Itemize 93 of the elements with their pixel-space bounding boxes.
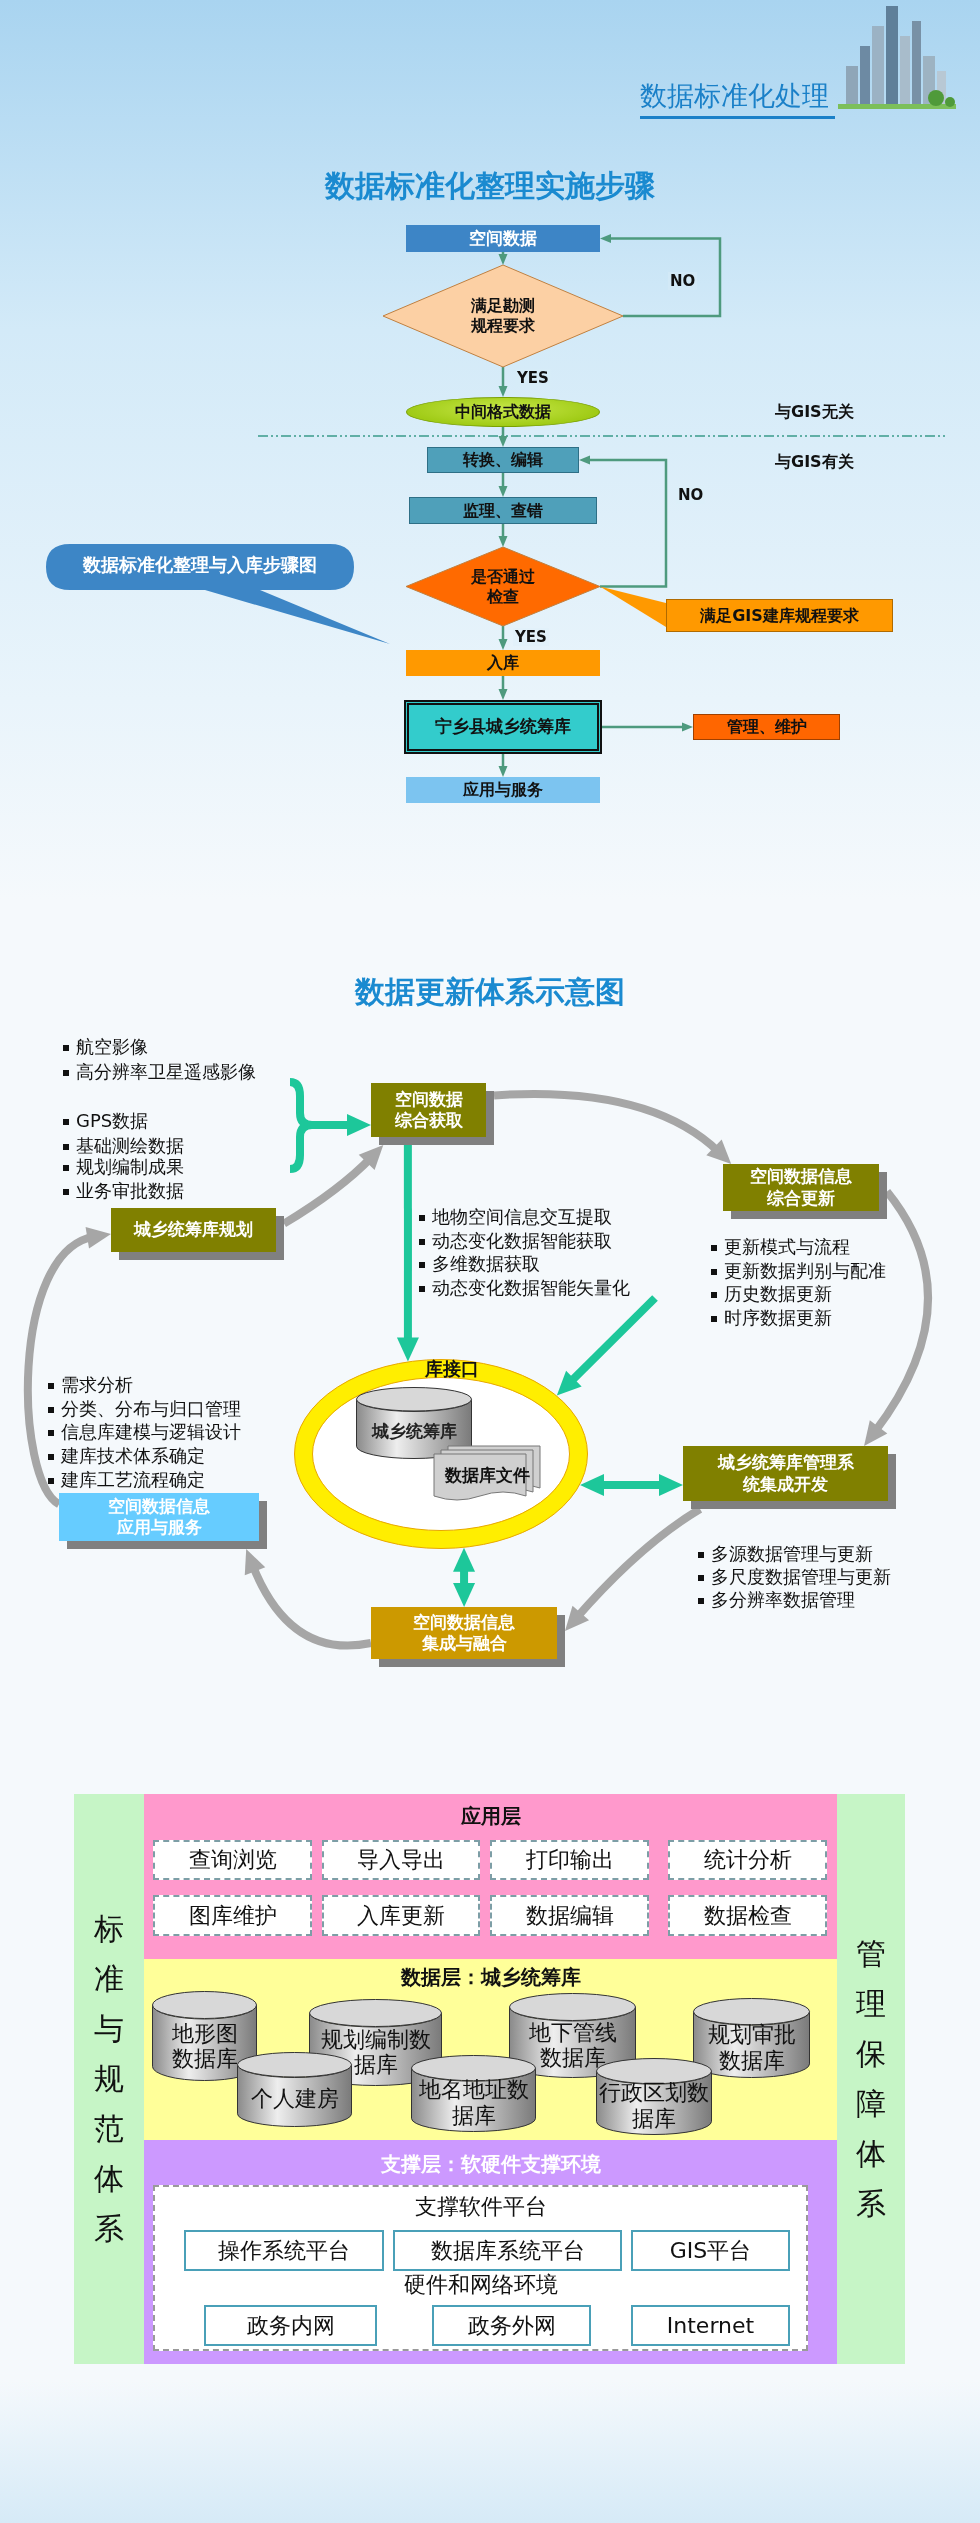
- process-ellipse: 中间格式数据: [406, 397, 600, 427]
- bullet-item: GPS数据: [62, 1110, 149, 1132]
- layer-heading: 应用层: [460, 1804, 521, 1829]
- platform-box: 数据库系统平台: [393, 2230, 622, 2271]
- function-box: 数据检查: [668, 1895, 827, 1936]
- edge-label: YES: [513, 628, 549, 646]
- function-box: 打印输出: [490, 1840, 649, 1880]
- function-box: 查询浏览: [153, 1840, 312, 1880]
- process-box: 监理、查错: [409, 497, 597, 524]
- process-box: 城乡统筹库规划: [111, 1208, 284, 1260]
- platform-panel: [153, 2185, 808, 2351]
- function-box: 图库维护: [153, 1895, 312, 1936]
- process-box: 管理、维护: [693, 714, 840, 740]
- arrow: [600, 234, 722, 318]
- arrow: [498, 676, 508, 700]
- bullet-item: 动态变化数据智能获取: [418, 1230, 612, 1252]
- arrow: [396, 1145, 419, 1362]
- function-box: 统计分析: [668, 1840, 827, 1880]
- curved-arrow: [245, 1549, 372, 1650]
- bullet-item: 基础测绘数据: [62, 1135, 184, 1157]
- process-box: 城乡统筹库管理系统集成开发: [683, 1446, 896, 1509]
- layer-panel: [144, 1794, 837, 1959]
- decision-diamond: 满足勘测规程要求: [383, 265, 623, 367]
- bullet-item: 动态变化数据智能矢量化: [418, 1277, 630, 1299]
- bullet-item: 需求分析: [47, 1374, 133, 1396]
- process-box: 空间数据信息应用与服务: [59, 1493, 267, 1549]
- side-band: 标准与规范体系: [74, 1794, 144, 2364]
- bullet-item: 高分辨率卫星遥感影像: [62, 1061, 256, 1083]
- section-heading: 数据更新体系示意图: [355, 973, 625, 1011]
- platform-box: 政务内网: [204, 2305, 377, 2346]
- section-heading: 数据标准化整理实施步骤: [325, 167, 655, 205]
- bullet-item: 更新数据判别与配准: [710, 1260, 886, 1282]
- bullet-item: 多源数据管理与更新: [697, 1543, 873, 1565]
- function-box: 导入导出: [322, 1840, 480, 1880]
- side-note: 与GIS有关: [775, 452, 854, 473]
- arrow: [498, 252, 508, 265]
- layer-panel: [144, 1959, 837, 2140]
- arrow: [556, 1295, 658, 1396]
- edge-label: NO: [668, 272, 698, 290]
- side-band: 管理保障体系: [837, 1794, 905, 2364]
- process-box: 空间数据综合获取: [371, 1083, 494, 1145]
- layer-heading: 支撑层：软硬件支撑环境: [380, 2152, 601, 2177]
- bullet-item: 建库工艺流程确定: [47, 1469, 205, 1491]
- bullet-item: 历史数据更新: [710, 1283, 832, 1305]
- bullet-item: 更新模式与流程: [710, 1236, 850, 1258]
- arrow: [498, 427, 508, 447]
- curved-arrow: [281, 1145, 384, 1227]
- curved-arrow: [24, 1229, 111, 1508]
- leader-wedge: [600, 586, 666, 627]
- bullet-item: 规划编制成果: [62, 1156, 184, 1178]
- curved-arrow: [864, 1189, 932, 1447]
- ring-label: 库接口: [424, 1358, 479, 1381]
- database-box: 宁乡县城乡统筹库: [404, 700, 602, 754]
- bullet-item: 分类、分布与归口管理: [47, 1398, 241, 1420]
- arrow: [498, 524, 508, 547]
- ring-ellipse: [294, 1359, 588, 1549]
- bullet-item: 建库技术体系确定: [47, 1445, 205, 1467]
- function-box: 数据编辑: [490, 1895, 649, 1936]
- arrow: [498, 367, 508, 397]
- arrow: [498, 754, 508, 777]
- platform-box: 政务外网: [432, 2305, 591, 2346]
- arrow: [579, 455, 668, 588]
- arrow: [498, 473, 508, 497]
- arrow: [602, 722, 693, 732]
- process-box: 应用与服务: [406, 777, 600, 803]
- arrow: [498, 626, 508, 650]
- process-box: 入库: [406, 650, 600, 676]
- curved-arrow: [493, 1090, 732, 1164]
- side-note: 与GIS无关: [775, 402, 854, 423]
- function-box: 入库更新: [322, 1895, 480, 1936]
- process-box: 空间数据: [406, 225, 600, 252]
- double-arrow: [580, 1473, 683, 1497]
- decision-diamond: 是否通过检查: [406, 547, 600, 626]
- panel-heading: 硬件和网络环境: [403, 2271, 558, 2299]
- bullet-item: 多维数据获取: [418, 1253, 540, 1275]
- bullet-item: 信息库建模与逻辑设计: [47, 1421, 241, 1443]
- layer-panel: [144, 2140, 837, 2364]
- bullet-item: 时序数据更新: [710, 1307, 832, 1329]
- header-title: 数据标准化处理: [640, 78, 835, 119]
- bullet-item: 航空影像: [62, 1036, 148, 1058]
- bullet-item: 业务审批数据: [62, 1180, 184, 1202]
- bullet-item: 多尺度数据管理与更新: [697, 1566, 891, 1588]
- platform-box: 操作系统平台: [184, 2230, 384, 2271]
- bullet-item: 地物空间信息交互提取: [418, 1206, 612, 1228]
- platform-box: GIS平台: [631, 2230, 790, 2271]
- platform-box: Internet: [631, 2305, 790, 2346]
- process-box: 空间数据信息集成与融合: [371, 1607, 565, 1667]
- layer-heading: 数据层：城乡统筹库: [400, 1965, 581, 1990]
- double-arrow: [453, 1547, 476, 1607]
- process-box: 转换、编辑: [427, 447, 579, 473]
- process-box: 空间数据信息综合更新: [723, 1164, 887, 1219]
- panel-heading: 支撑软件平台: [414, 2193, 547, 2221]
- bullet-item: 多分辨率数据管理: [697, 1589, 855, 1611]
